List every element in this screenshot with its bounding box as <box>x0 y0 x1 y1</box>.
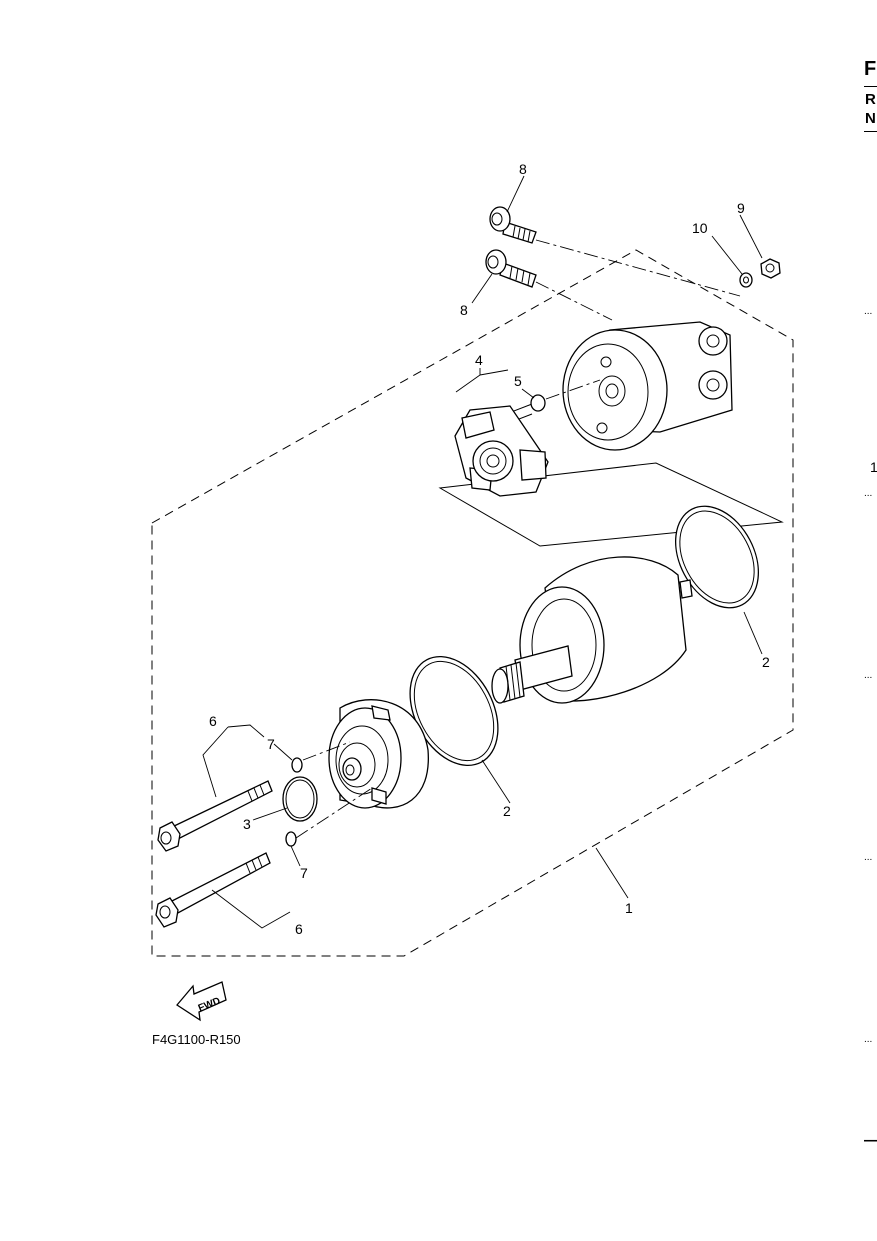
edge-dash: — <box>864 1132 877 1150</box>
through-bolt-bottom <box>155 852 271 928</box>
callout-7-top: 7 <box>267 736 275 752</box>
callout-7-bottom: 7 <box>300 865 308 881</box>
oring-7-bottom <box>285 831 297 847</box>
edge-letter-n: N <box>865 110 876 127</box>
callout-2-right: 2 <box>762 654 770 670</box>
edge-rule-1 <box>864 86 877 87</box>
edge-letter-f: F <box>864 58 877 80</box>
oring-3 <box>282 776 318 822</box>
edge-rule-2 <box>864 131 877 132</box>
diagram-code: F4G1100-R150 <box>152 1032 241 1047</box>
nut <box>760 258 781 279</box>
yoke-armature <box>491 556 693 704</box>
oring-center <box>409 655 499 767</box>
callout-6-bottom: 6 <box>295 921 303 937</box>
callout-4: 4 <box>475 352 483 368</box>
edge-dots-3: ... <box>864 670 873 681</box>
screw-top <box>489 206 741 297</box>
edge-dots-4: ... <box>864 852 873 863</box>
callout-2-center: 2 <box>503 803 511 819</box>
bolt-axis-bottom <box>295 787 373 839</box>
oring-7-top <box>291 757 303 773</box>
oring-right <box>674 505 760 609</box>
brush-holder-tray <box>438 462 784 547</box>
brush-holder <box>454 403 549 497</box>
leader-lines <box>202 175 763 929</box>
bolt-axis-top <box>302 741 351 761</box>
callout-5: 5 <box>514 373 522 389</box>
screw-bottom <box>485 249 613 321</box>
rear-cover <box>562 321 733 451</box>
oring-5-axis <box>545 379 601 400</box>
edge-page-marker: 1 <box>870 459 877 475</box>
edge-dots-2: ... <box>864 488 873 499</box>
callout-6-top: 6 <box>209 713 217 729</box>
edge-dots-5: ... <box>864 1034 873 1045</box>
edge-letter-r: R <box>865 91 876 108</box>
through-bolt-top <box>157 780 273 852</box>
callout-8-bottom: 8 <box>460 302 468 318</box>
edge-dots-1: ... <box>864 306 873 317</box>
assembly-boundary <box>151 249 794 957</box>
fwd-arrow-icon: FWD <box>176 981 227 1022</box>
callout-1: 1 <box>625 900 633 916</box>
callout-9: 9 <box>737 200 745 216</box>
washer <box>739 272 753 288</box>
oring-small <box>530 394 546 412</box>
callout-8-top: 8 <box>519 161 527 177</box>
callout-3: 3 <box>243 816 251 832</box>
callout-10: 10 <box>692 220 708 236</box>
front-cover <box>328 699 429 809</box>
